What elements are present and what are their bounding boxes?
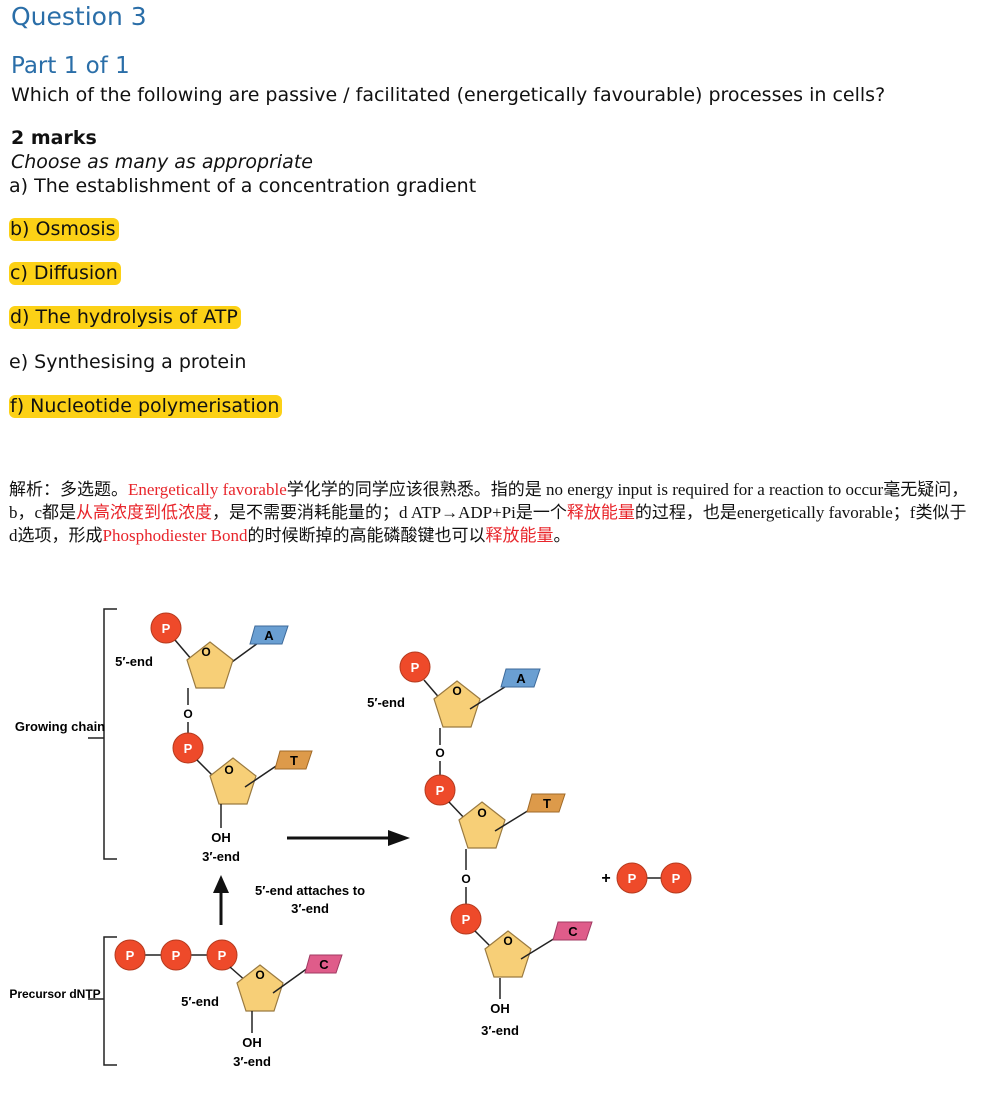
precursor-bracket	[103, 936, 117, 1066]
explanation-highlight: 释放能量	[485, 526, 554, 545]
svg-text:A: A	[516, 671, 526, 686]
svg-text:3′-end: 3′-end	[481, 1023, 519, 1038]
svg-text:T: T	[290, 753, 298, 768]
instruction-text: Choose as many as appropriate	[11, 151, 313, 173]
svg-text:5′-end: 5′-end	[115, 654, 153, 669]
svg-text:OH: OH	[490, 1001, 510, 1016]
growing-chain-label: Growing chain	[15, 719, 105, 734]
svg-text:P: P	[628, 871, 637, 886]
svg-text:P: P	[172, 948, 181, 963]
explanation-text: 解析：多选题。	[9, 480, 128, 499]
svg-text:3′-end: 3′-end	[202, 849, 240, 864]
explanation-text: 的过程，也是energetically favorable；f类似于d选项，形成	[9, 503, 967, 545]
svg-text:P: P	[126, 948, 135, 963]
svg-text:O: O	[477, 806, 486, 820]
marks-label: 2 marks	[11, 127, 97, 149]
option-e[interactable]: e) Synthesising a protein	[9, 351, 247, 373]
svg-text:O: O	[503, 934, 512, 948]
question-title: Question 3	[11, 2, 147, 31]
base-t	[274, 750, 313, 770]
explanation-paragraph: 解析：多选题。Energetically favorable学化学的同学应该很熟…	[9, 478, 971, 547]
explanation-text: 的时候断掉的高能磷酸键也可以	[247, 526, 486, 545]
svg-text:A: A	[264, 628, 274, 643]
attach-arrow	[213, 875, 229, 893]
svg-text:P: P	[436, 783, 445, 798]
reaction-arrow	[388, 830, 410, 846]
option-c[interactable]: c) Diffusion	[9, 262, 121, 285]
svg-text:P: P	[184, 741, 193, 756]
svg-text:C: C	[319, 957, 329, 972]
svg-text:OH: OH	[211, 830, 231, 845]
explanation-highlight: Energetically favorable	[128, 480, 287, 499]
option-d[interactable]: d) The hydrolysis of ATP	[9, 306, 241, 329]
nucleotide-a-left: P O A 5′-end O	[115, 612, 289, 734]
svg-text:P: P	[462, 912, 471, 927]
nucleotide-t-left: P O T OH 3′-end	[172, 732, 313, 864]
part-title: Part 1 of 1	[11, 53, 130, 79]
svg-text:3′-end: 3′-end	[233, 1054, 271, 1069]
svg-text:O: O	[452, 684, 461, 698]
explanation-highlight: 从高浓度到低浓度	[76, 503, 213, 522]
growing-chain-bracket	[103, 608, 117, 860]
svg-text:O: O	[201, 645, 210, 659]
svg-text:5′-end: 5′-end	[367, 695, 405, 710]
svg-text:O: O	[461, 872, 470, 886]
phosphate-label: P	[162, 621, 171, 636]
explanation-highlight: Phosphodiester Bond	[102, 526, 248, 545]
svg-text:O: O	[224, 763, 233, 777]
svg-text:P: P	[218, 948, 227, 963]
svg-text:P: P	[411, 660, 420, 675]
option-a[interactable]: a) The establishment of a concentration …	[9, 175, 477, 197]
svg-text:5′-end attaches to: 5′-end attaches to	[255, 883, 365, 898]
option-f[interactable]: f) Nucleotide polymerisation	[9, 395, 283, 418]
svg-text:P: P	[672, 871, 681, 886]
explanation-highlight: 释放能量	[566, 503, 635, 522]
precursor-label: Precursor dNTP	[9, 987, 100, 1001]
svg-text:OH: OH	[242, 1035, 262, 1050]
option-b[interactable]: b) Osmosis	[9, 218, 119, 241]
explanation-text: 学化学的同学应该很熟悉。指的是 no energy input is requi…	[9, 480, 969, 522]
explanation-text: 。	[553, 526, 571, 545]
svg-text:3′-end: 3′-end	[291, 901, 329, 916]
svg-text:O: O	[183, 707, 192, 721]
svg-text:C: C	[568, 924, 578, 939]
svg-text:+: +	[601, 870, 610, 887]
polymerisation-diagram: Growing chain Precursor dNTP P O A 5′-en…	[9, 608, 692, 1069]
explanation-text: ，是不需要消耗能量的；d ATP→ADP+Pi是一个	[212, 503, 567, 522]
product-chain: P O A 5′-end O P O T O P O C OH 3′-end	[367, 651, 593, 1038]
svg-text:O: O	[255, 968, 264, 982]
svg-text:O: O	[435, 746, 444, 760]
base-a	[249, 625, 289, 645]
svg-text:T: T	[543, 796, 551, 811]
svg-text:5′-end: 5′-end	[181, 994, 219, 1009]
question-text: Which of the following are passive / fac…	[11, 84, 886, 106]
precursor-dntp: P P P O C 5′-end OH 3′-end	[114, 939, 343, 1069]
base-c	[304, 954, 343, 974]
pyrophosphate: + P P	[601, 862, 692, 894]
